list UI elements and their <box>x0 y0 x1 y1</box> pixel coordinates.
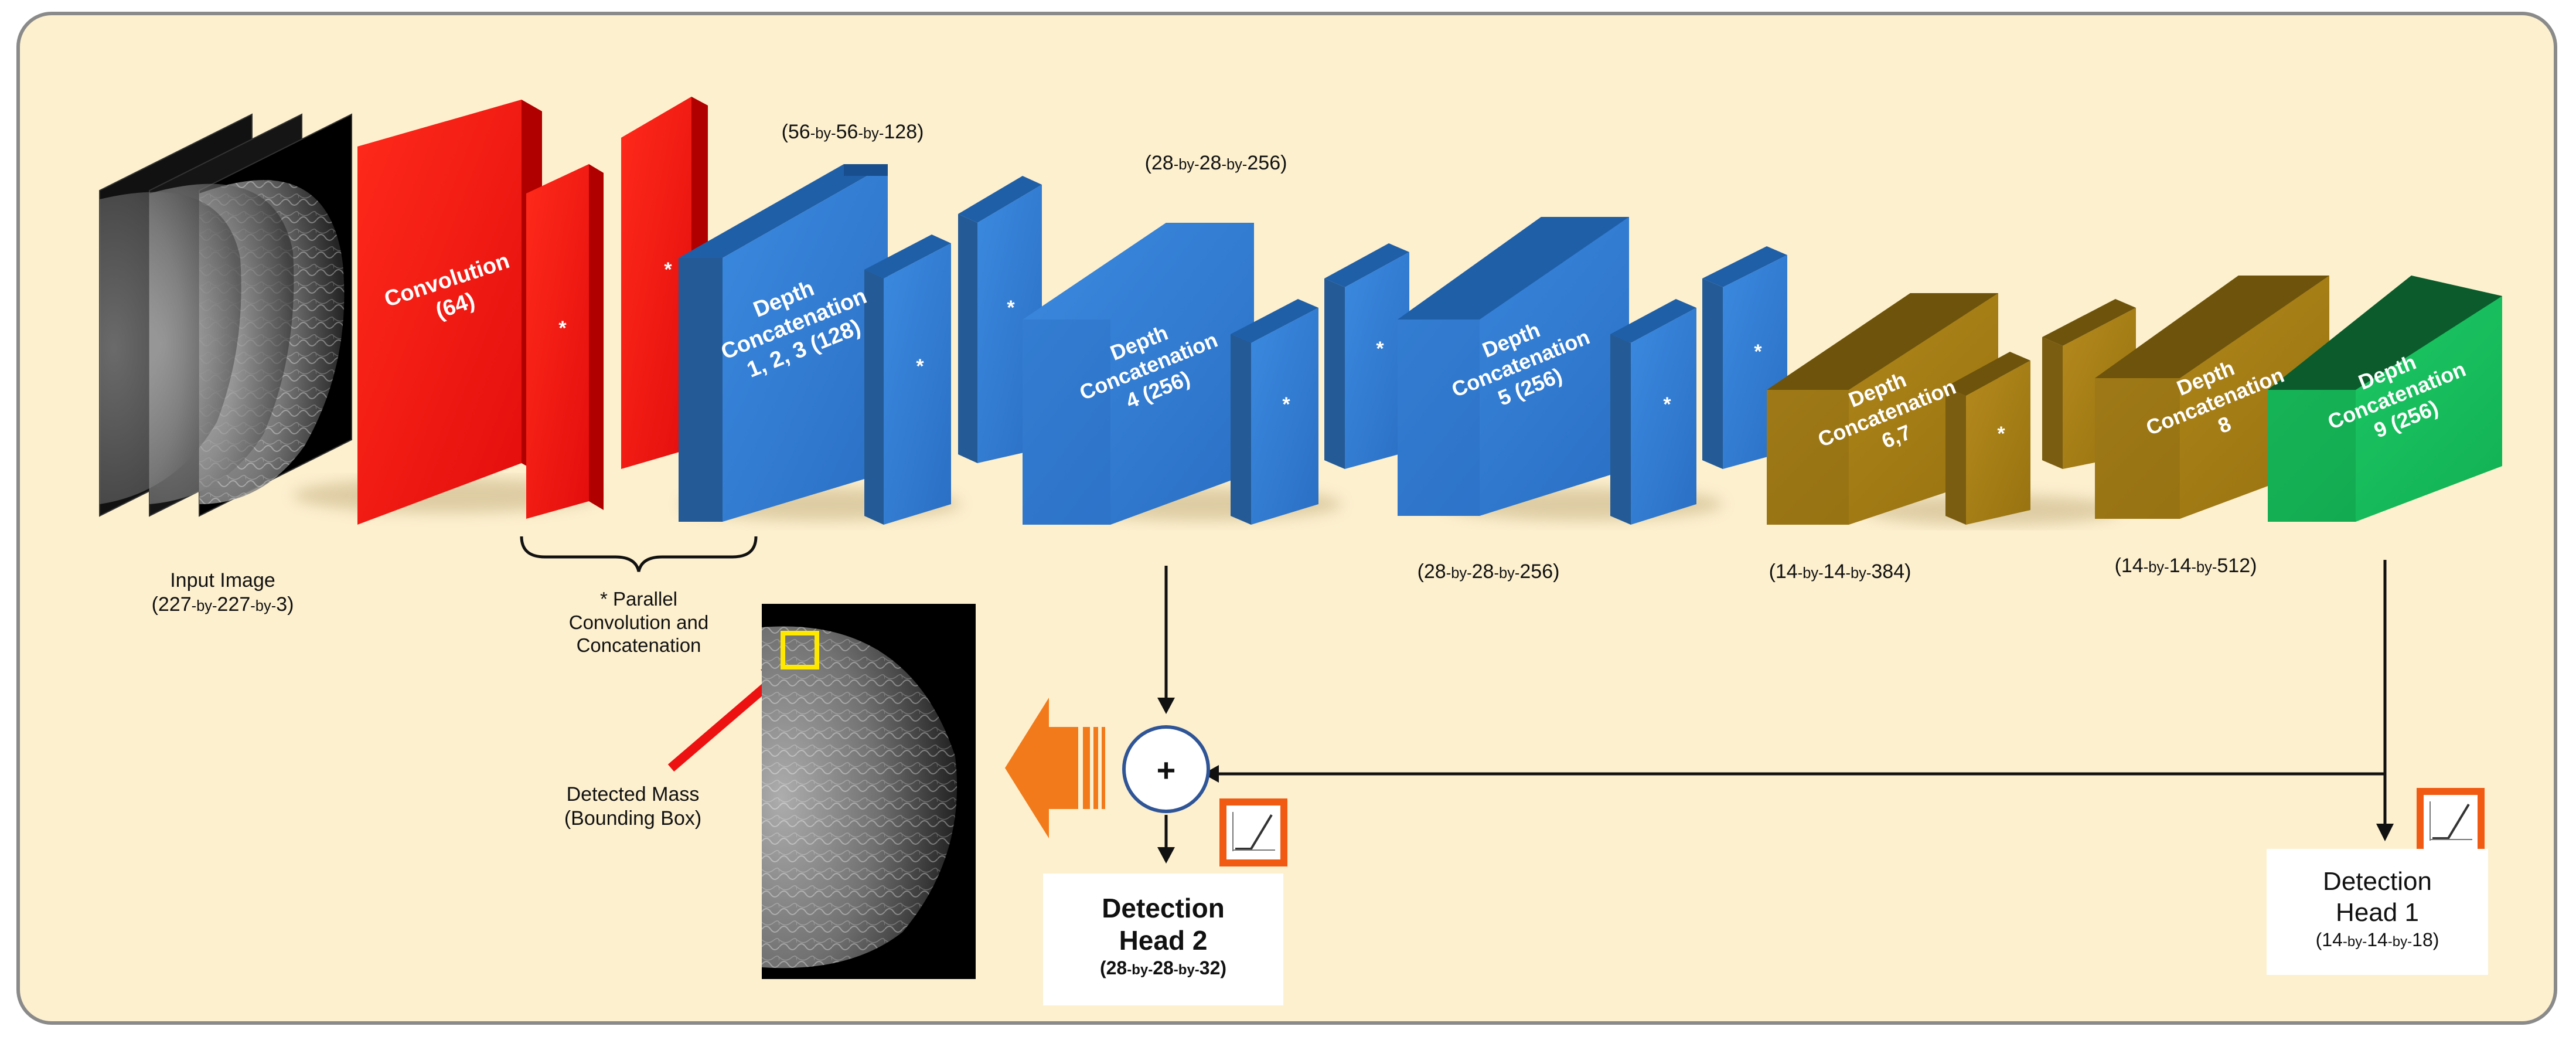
input-image-label: Input Image (227-by-227-by-3) <box>100 569 346 617</box>
dim-14-by-14-by-512: (14-by-14-by-512) <box>2114 555 2257 577</box>
gold-slab-a <box>1945 352 2030 525</box>
activation-ramp-icon-2 <box>2417 788 2485 856</box>
output-mammogram <box>762 604 976 979</box>
parallel-brace <box>520 536 758 572</box>
blue-slab-c <box>1231 299 1318 525</box>
flow-arrow-icon <box>1164 560 2387 850</box>
bounding-box <box>781 631 819 669</box>
blue-slab-d <box>1324 243 1409 469</box>
parallel-marker-8: * <box>1754 341 1762 363</box>
dim-28-by-28-by-256-bottom: (28-by-28-by-256) <box>1417 560 1560 583</box>
orange-output-arrow <box>1005 698 1105 838</box>
dim-56-by-56-by-128: (56-by-56-by-128) <box>781 121 924 143</box>
parallel-marker-2: * <box>664 259 672 281</box>
head-1-dims: (14-by-14-by-18) <box>2315 929 2439 950</box>
parallel-marker-9: * <box>1997 423 2005 445</box>
dim-14-by-14-by-384: (14-by-14-by-384) <box>1769 560 1911 583</box>
head-2-dims: (28-by-28-by-32) <box>1099 957 1227 979</box>
adder-node <box>1122 725 1210 813</box>
parallel-marker-3: * <box>916 355 924 378</box>
depth-concat-5-block <box>1398 217 1629 516</box>
blue-slab-e <box>1610 299 1696 525</box>
detection-head-1: Detection Head 1 (14-by-14-by-18) <box>2267 849 2488 975</box>
parallel-marker-4: * <box>1007 297 1015 319</box>
dim-28-by-28-by-256-top: (28-by-28-by-256) <box>1144 152 1287 174</box>
blue-slab-a <box>864 234 951 525</box>
depth-concat-4-block <box>1023 223 1254 525</box>
activation-ramp-icon <box>1219 798 1287 866</box>
depth-concat-6-7-block <box>1767 293 1998 525</box>
depth-concat-9-block <box>2268 276 2502 522</box>
parallel-note: * Parallel Convolution and Concatenation <box>568 588 709 657</box>
parallel-marker-1: * <box>558 317 567 339</box>
arrowheads <box>1157 698 2394 864</box>
detection-head-2: Detection Head 2 (28-by-28-by-32) <box>1043 874 1283 1005</box>
parallel-conv-slab-1 <box>526 164 604 519</box>
parallel-marker-5: * <box>1282 393 1290 416</box>
detected-mass-label: Detected Mass (Bounding Box) <box>564 783 702 830</box>
parallel-marker-7: * <box>1663 393 1671 416</box>
adder-symbol: + <box>1156 752 1176 789</box>
input-image-dims: (227-by-227-by-3) <box>151 593 294 616</box>
input-image-stack <box>99 113 352 517</box>
depth-concat-1-2-3-block <box>679 164 888 522</box>
parallel-marker-6: * <box>1376 338 1384 360</box>
